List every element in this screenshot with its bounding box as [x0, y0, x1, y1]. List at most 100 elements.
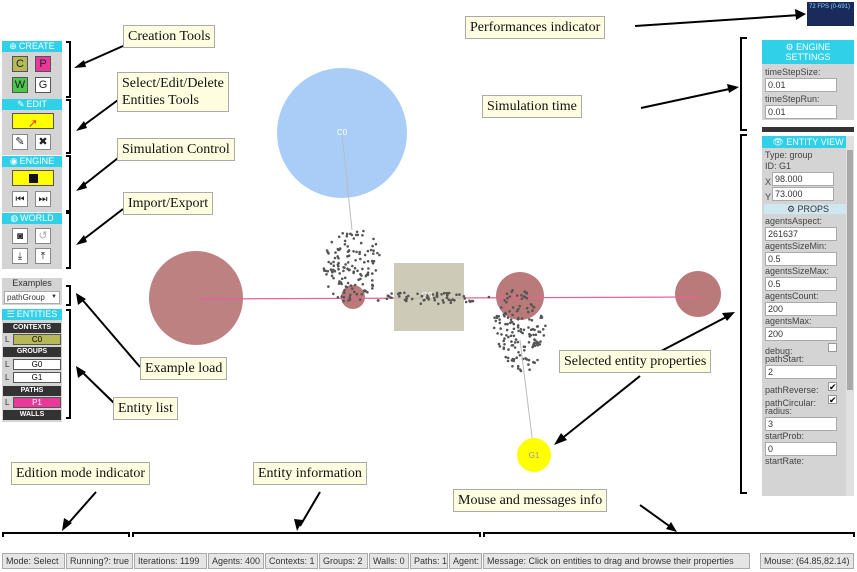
agent-dot [398, 295, 401, 298]
entity-row-group-1[interactable]: L G1 [3, 372, 61, 383]
agent-dot [538, 343, 542, 346]
agent-dot [504, 355, 508, 359]
entity-row-group-0[interactable]: L G0 [3, 359, 61, 370]
agent-dot [435, 295, 439, 298]
agent-dot [357, 278, 360, 282]
bracket-status-left [2, 532, 130, 537]
prop-agents-size-min-label: agentsSizeMin: [765, 241, 827, 251]
agent-dot [371, 279, 374, 282]
y-input[interactable]: 73.000 [772, 187, 834, 201]
agent-dot [530, 318, 534, 322]
delete-tool-button[interactable]: ✖ [35, 134, 51, 150]
prop-agents-count-input[interactable]: 200 [765, 302, 837, 316]
entity-row-path[interactable]: L P1 [3, 397, 61, 408]
agent-dot [376, 251, 379, 255]
agent-dot [345, 234, 349, 238]
agent-dot [534, 339, 537, 342]
import-button[interactable]: ⤒ [35, 248, 51, 264]
entity-view-scrollbar[interactable] [846, 136, 854, 496]
agent-dot [449, 301, 453, 305]
path-waypoint-3[interactable] [496, 272, 544, 320]
agent-dot [346, 245, 350, 248]
agent-dot [333, 256, 337, 260]
create-group-button[interactable]: G [35, 77, 51, 93]
agent-dot [541, 328, 545, 331]
edit-tool-button[interactable]: ✎ [12, 134, 28, 150]
path-reverse-row: pathReverse: ✔ [762, 380, 854, 395]
agent-dot [336, 263, 340, 267]
agent-dot [462, 295, 466, 298]
prop-agents-aspect-input[interactable]: 261637 [765, 227, 837, 241]
agent-dot [497, 342, 501, 346]
path-waypoint-1[interactable] [149, 251, 243, 345]
path-waypoint-2[interactable] [341, 285, 365, 309]
examples-select[interactable]: pathGroup ▼ [4, 291, 60, 304]
agent-dot [507, 348, 510, 351]
agent-dot [366, 291, 369, 294]
prop-agents-size-min-input[interactable]: 0.5 [765, 252, 837, 266]
scrollbar-thumb[interactable] [847, 150, 853, 390]
panel-divider [762, 127, 854, 132]
agent-dot [340, 295, 344, 298]
annotation-simulation-control: Simulation Control [117, 138, 235, 161]
radius-input[interactable]: 3 [765, 417, 837, 431]
entity-row-context[interactable]: L C0 [3, 334, 61, 345]
agent-dot [517, 351, 520, 354]
snapshot-button[interactable]: ◙ [12, 228, 28, 244]
bracket-engine [66, 155, 71, 212]
agent-dot [361, 267, 364, 271]
bracket-edit [66, 99, 71, 154]
entity-context-c0[interactable]: C0 [13, 334, 61, 345]
agent-dot [431, 293, 435, 296]
agent-dot [498, 345, 502, 348]
timestep-size-input[interactable]: 0.01 [765, 78, 837, 92]
undo-button[interactable]: ↺ [35, 228, 51, 244]
arrow-performances [634, 14, 801, 27]
entity-path-p1[interactable]: P1 [13, 397, 61, 408]
path-waypoint-4[interactable] [675, 271, 721, 317]
prop-agents-size-max-input[interactable]: 0.5 [765, 277, 837, 291]
create-path-button[interactable]: P [35, 56, 51, 72]
reset-button[interactable]: ⏮ [12, 191, 28, 207]
annotation-example-load: Example load [140, 357, 228, 380]
path-start-input[interactable]: 2 [765, 365, 837, 379]
play-stop-button[interactable] [12, 170, 54, 186]
annotation-selected-props: Selected entity properties [559, 350, 712, 373]
entity-group-g0[interactable]: G0 [13, 359, 61, 370]
arrow-entitylist [79, 369, 116, 405]
agent-dot [524, 357, 528, 360]
status-mode: Mode: Select [2, 553, 65, 569]
create-wall-button[interactable]: W [12, 77, 28, 93]
engine-panel: ◉ENGINE ⏮ ⏭ [2, 156, 62, 212]
export-button[interactable]: ⤓ [12, 248, 28, 264]
timestep-run-input[interactable]: 0.01 [765, 105, 837, 119]
x-input[interactable]: 98.000 [772, 172, 834, 186]
agent-dot [410, 297, 414, 301]
create-header: ⊕CREATE [2, 41, 62, 52]
agent-dot [366, 249, 370, 253]
debug-checkbox[interactable] [828, 343, 837, 352]
arrow-props-down [559, 375, 641, 441]
entity-row-prefix: L [5, 335, 10, 344]
path-reverse-checkbox[interactable]: ✔ [828, 382, 837, 392]
agent-dot [533, 361, 536, 365]
agent-dot [518, 354, 522, 357]
agent-dot [362, 229, 365, 233]
select-tool-button[interactable]: ➚ [12, 113, 54, 130]
agent-dot [367, 267, 370, 270]
entity-group-g1[interactable]: G1 [13, 372, 61, 383]
agent-dot [334, 251, 337, 254]
agent-dot [520, 297, 524, 301]
agent-dot [528, 318, 531, 321]
create-context-button[interactable]: C [12, 56, 28, 72]
agent-dot [532, 341, 536, 345]
prop-agents-max-input[interactable]: 200 [765, 327, 837, 341]
agent-dot [487, 295, 491, 299]
start-prob-input[interactable]: 0 [765, 442, 837, 456]
agent-dot [505, 301, 508, 304]
agent-dot [337, 267, 340, 271]
step-button[interactable]: ⏭ [35, 191, 51, 207]
path-circular-checkbox[interactable]: ✔ [828, 395, 837, 405]
group-g1-circle[interactable] [517, 438, 551, 472]
